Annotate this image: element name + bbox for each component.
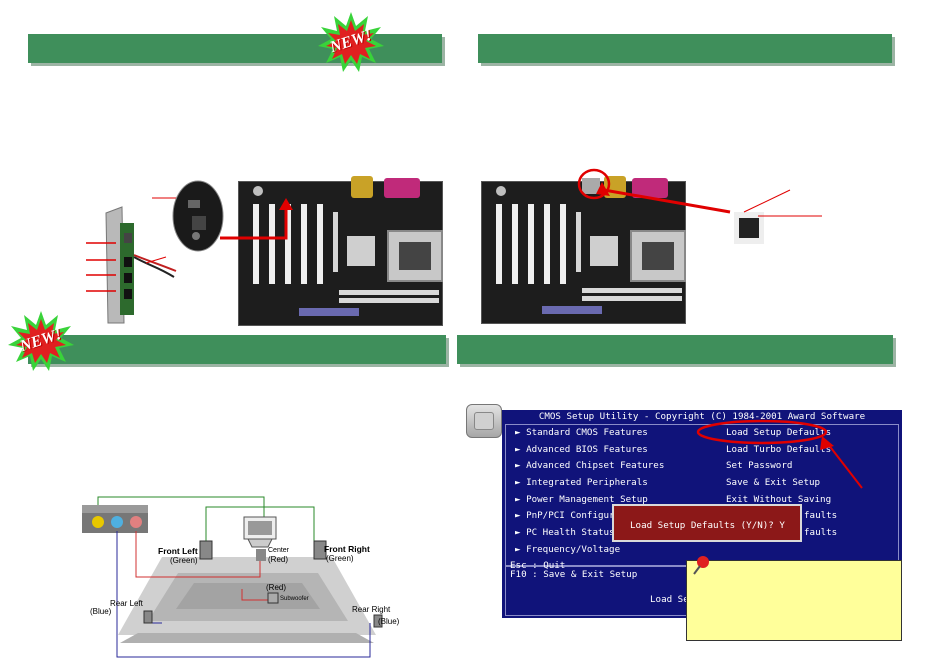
menu-exit-without-saving[interactable]: Exit Without Saving bbox=[726, 494, 832, 505]
highlight-callout bbox=[696, 418, 872, 492]
confirm-dialog[interactable]: Load Setup Defaults (Y/N)? Y bbox=[612, 504, 802, 542]
rear-left-color: (Blue) bbox=[90, 607, 112, 616]
menu-load-setup-defaults[interactable]: Load Setup Defaults bbox=[726, 427, 832, 438]
front-right-label: Front Right bbox=[324, 544, 370, 554]
section-bar-top-right bbox=[478, 34, 892, 63]
motherboard-image-left bbox=[238, 176, 443, 326]
menu-load-turbo-defaults[interactable]: Load Turbo Defaults bbox=[726, 444, 832, 455]
menu-right-item-7[interactable]: faults bbox=[804, 527, 838, 538]
new-badge-left: NEW! bbox=[8, 311, 74, 371]
starburst-icon bbox=[318, 12, 384, 72]
speaker-diagram: Front Left (Green) Center (Red) Front Ri… bbox=[82, 495, 408, 663]
key-help-esc: Esc : Quit bbox=[510, 560, 566, 571]
front-left-color: (Green) bbox=[170, 556, 198, 565]
menu-advanced-bios[interactable]: ► Advanced BIOS Features bbox=[515, 444, 648, 455]
rear-left-label: Rear Left bbox=[110, 599, 143, 608]
menu-integrated-peripherals[interactable]: ► Integrated Peripherals bbox=[515, 477, 648, 488]
menu-save-exit[interactable]: Save & Exit Setup bbox=[726, 477, 821, 488]
front-right-color: (Green) bbox=[326, 554, 354, 563]
section-bar-bottom-left bbox=[28, 335, 446, 364]
header-zoom-oval bbox=[152, 180, 228, 252]
motherboard-image-right bbox=[481, 176, 686, 324]
confirm-dialog-text: Load Setup Defaults (Y/N)? Y bbox=[630, 520, 785, 531]
menu-right-item-6[interactable]: faults bbox=[804, 510, 838, 521]
arrow-to-header bbox=[216, 196, 306, 244]
menu-advanced-chipset[interactable]: ► Advanced Chipset Features bbox=[515, 460, 665, 471]
audio-bracket-image bbox=[86, 205, 186, 325]
status-line: Load Se bbox=[650, 594, 689, 605]
key-help-f10: F10 : Save & Exit Setup bbox=[510, 569, 638, 580]
center-color: (Red) bbox=[268, 555, 289, 564]
menu-power-management[interactable]: ► Power Management Setup bbox=[515, 494, 648, 505]
center-label: Center bbox=[268, 547, 290, 554]
rear-right-color: (Blue) bbox=[378, 617, 400, 626]
subwoofer-label: Subwoofer bbox=[280, 596, 309, 602]
sticky-note bbox=[686, 556, 902, 641]
menu-frequency-voltage[interactable]: ► Frequency/Voltage bbox=[515, 544, 621, 555]
sub-color: (Red) bbox=[266, 583, 287, 592]
menu-pc-health[interactable]: ► PC Health Status bbox=[515, 527, 615, 538]
step-icon bbox=[466, 404, 502, 438]
menu-pnp-pci[interactable]: ► PnP/PCI Configura bbox=[515, 510, 621, 521]
cmos-setup-screen: CMOS Setup Utility - Copyright (C) 1984-… bbox=[502, 410, 902, 618]
rear-right-label: Rear Right bbox=[352, 605, 391, 614]
menu-set-password[interactable]: Set Password bbox=[726, 460, 793, 471]
pushpin-icon bbox=[693, 556, 709, 575]
menu-standard-cmos[interactable]: ► Standard CMOS Features bbox=[515, 427, 648, 438]
starburst-icon bbox=[8, 311, 74, 371]
section-bar-bottom-right bbox=[457, 335, 893, 364]
new-badge-top: NEW! bbox=[318, 12, 384, 72]
lan-port-callout bbox=[572, 168, 832, 250]
cmos-title: CMOS Setup Utility - Copyright (C) 1984-… bbox=[538, 411, 866, 422]
front-left-label: Front Left bbox=[158, 546, 198, 556]
